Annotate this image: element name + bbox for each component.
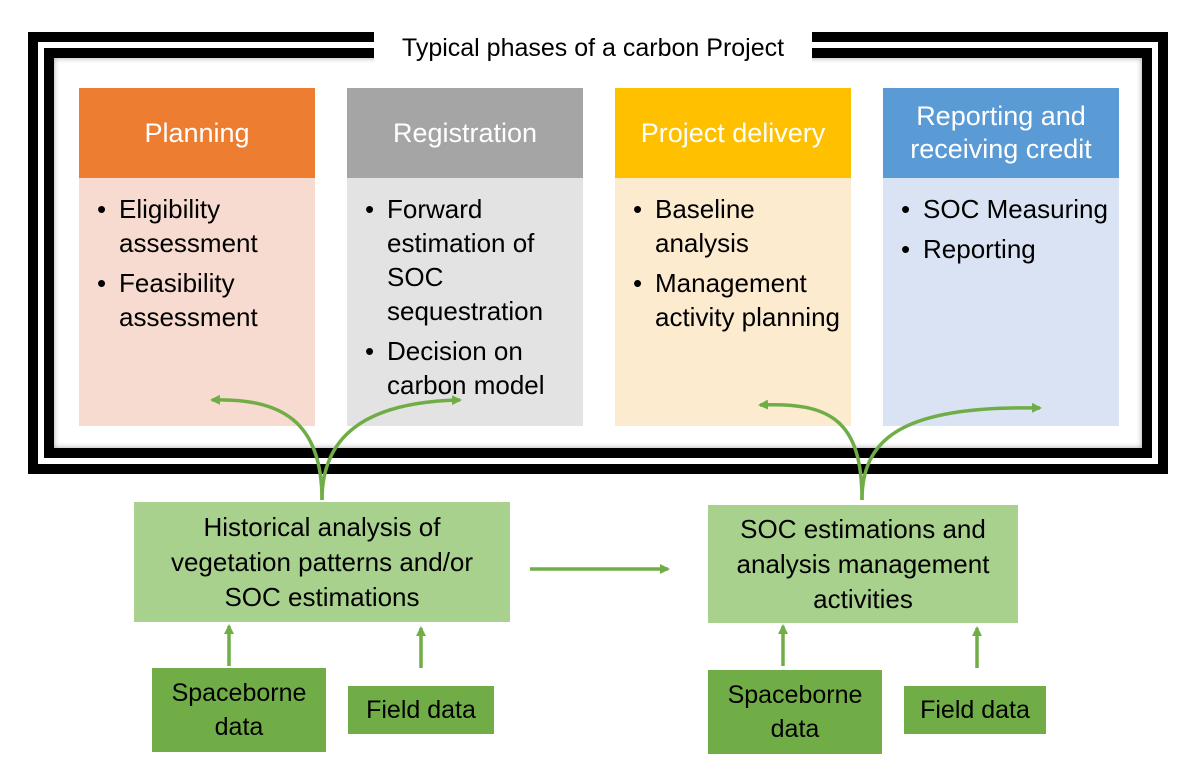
frame-title: Typical phases of a carbon Project — [374, 28, 812, 68]
list-item: Decision on carbon model — [365, 334, 573, 402]
historical-analysis-box: Historical analysis of vegetation patter… — [134, 502, 510, 622]
right-field-data-box: Field data — [904, 686, 1046, 734]
phase-body: Forward estimation of SOC sequestration … — [347, 178, 583, 426]
phase-header: Project delivery — [615, 88, 851, 178]
phase-list: Eligibility assessment Feasibility asses… — [97, 192, 305, 334]
phase-header: Planning — [79, 88, 315, 178]
list-item: Eligibility assessment — [97, 192, 305, 260]
right-spaceborne-data-box: Spaceborne data — [708, 670, 882, 754]
list-item: Reporting — [901, 232, 1109, 266]
phase-body: SOC Measuring Reporting — [883, 178, 1119, 426]
phase-body: Baseline analysis Management activity pl… — [615, 178, 851, 426]
phase-list: Forward estimation of SOC sequestration … — [365, 192, 573, 402]
soc-estimations-box: SOC estimations and analysis management … — [708, 505, 1018, 623]
list-item: Forward estimation of SOC sequestration — [365, 192, 573, 328]
arrow-to-project-delivery — [758, 399, 864, 501]
phase-planning: Planning Eligibility assessment Feasibil… — [79, 88, 315, 426]
list-item: Management activity planning — [633, 266, 841, 334]
phase-project-delivery: Project delivery Baseline analysis Manag… — [615, 88, 851, 426]
list-item: Baseline analysis — [633, 192, 841, 260]
arrow-to-reporting — [860, 402, 1042, 501]
phase-registration: Registration Forward estimation of SOC s… — [347, 88, 583, 426]
left-field-data-box: Field data — [348, 686, 494, 734]
phase-body: Eligibility assessment Feasibility asses… — [79, 178, 315, 426]
phase-header: Reporting and receiving credit — [883, 88, 1119, 178]
phase-list: Baseline analysis Management activity pl… — [633, 192, 841, 334]
list-item: SOC Measuring — [901, 192, 1109, 226]
left-spaceborne-data-box: Spaceborne data — [152, 668, 326, 752]
phase-reporting: Reporting and receiving credit SOC Measu… — [883, 88, 1119, 426]
arrow-to-planning — [210, 394, 324, 501]
arrow-to-registration — [320, 395, 462, 501]
phase-list: SOC Measuring Reporting — [901, 192, 1109, 266]
list-item: Feasibility assessment — [97, 266, 305, 334]
phase-header: Registration — [347, 88, 583, 178]
